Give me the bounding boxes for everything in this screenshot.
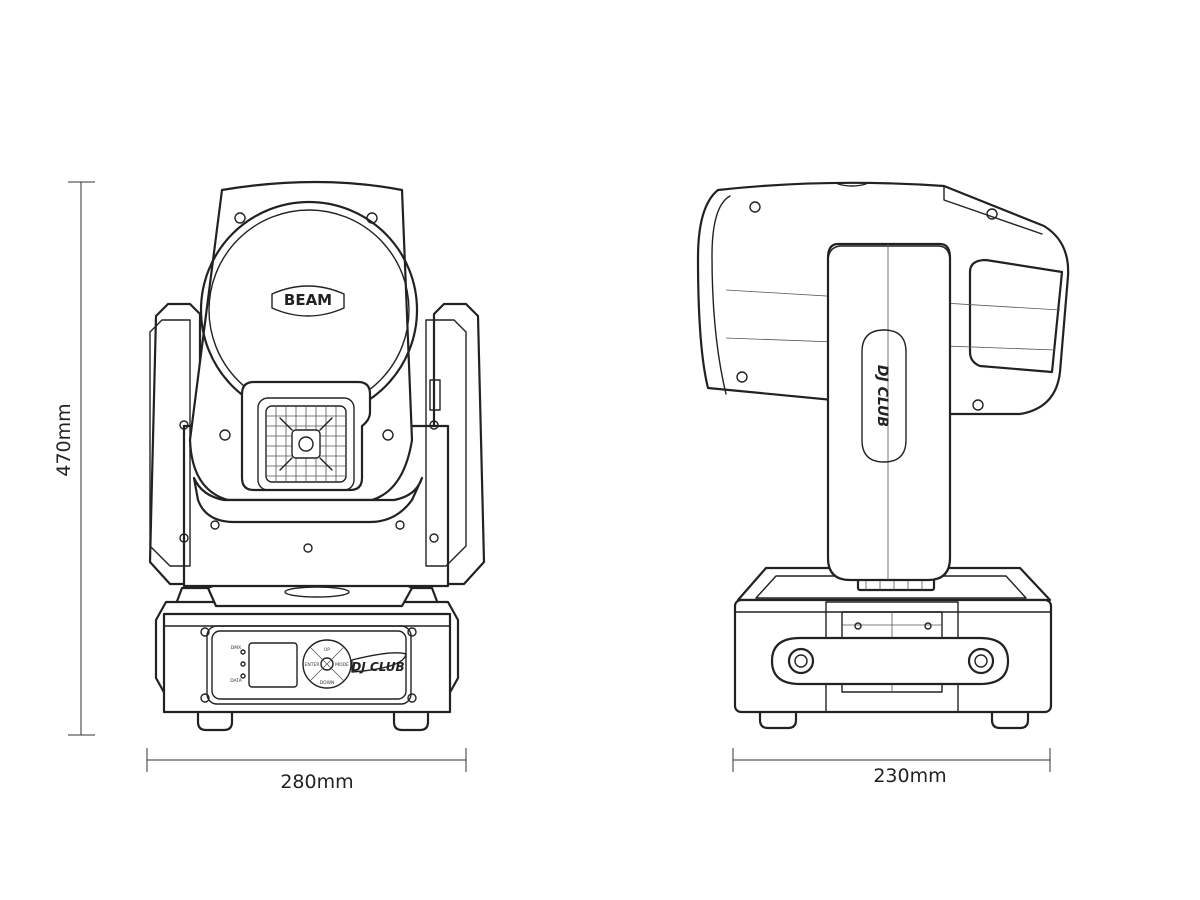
lens-grille xyxy=(265,405,347,483)
enter-button xyxy=(320,657,334,671)
front-control-panel xyxy=(206,625,412,705)
carry-handle xyxy=(770,636,1010,686)
button-label-mode: MODE xyxy=(335,662,349,668)
power-out-connector-icon xyxy=(967,647,995,675)
led-dmx-icon xyxy=(240,649,246,655)
front-foot-left xyxy=(196,706,234,732)
led-mid-icon xyxy=(240,661,246,667)
button-label-down: DOWN xyxy=(320,680,335,686)
front-brand-logo: DJ CLUB xyxy=(351,660,404,674)
button-cluster xyxy=(302,639,352,689)
lcd-display xyxy=(248,642,298,688)
side-yoke-arm: DJ CLUB xyxy=(826,242,952,582)
side-width-dimension: 230mm xyxy=(732,748,1051,787)
height-dimension: 470mm xyxy=(53,181,95,736)
button-label-enter: ENTER xyxy=(305,662,320,668)
side-width-label: 230mm xyxy=(873,765,946,787)
side-view: DJ CLUB xyxy=(696,181,1070,730)
side-base xyxy=(733,566,1053,714)
front-foot-right xyxy=(392,706,430,732)
front-width-dimension: 280mm xyxy=(146,748,467,793)
height-label: 470mm xyxy=(53,403,75,476)
button-label-up: UP xyxy=(324,647,330,653)
front-width-label: 280mm xyxy=(280,771,353,793)
front-head: BEAM xyxy=(188,180,424,524)
led-label-data: DATA xyxy=(230,678,243,684)
side-brand-logo: DJ CLUB xyxy=(874,365,890,427)
led-label-dmx: DMX xyxy=(231,645,241,651)
front-base: DMX DATA ENTER MODE UP DOWN DJ CLUB xyxy=(154,586,460,714)
front-view: DMX DATA ENTER MODE UP DOWN DJ CLUB xyxy=(148,180,486,732)
led-data-icon xyxy=(240,673,246,679)
beam-badge: BEAM xyxy=(284,291,332,309)
power-in-connector-icon xyxy=(787,647,815,675)
